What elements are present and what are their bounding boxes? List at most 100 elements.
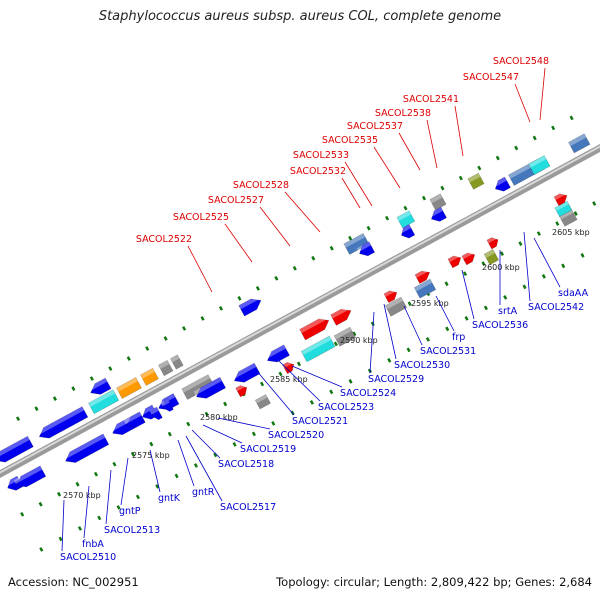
upper-gene-label: SACOL2537 xyxy=(347,121,403,132)
tick-dot xyxy=(296,361,302,367)
upper-gene-shine xyxy=(255,394,268,404)
upper-gene xyxy=(282,360,295,375)
lower-gene xyxy=(87,377,112,395)
tick-dot xyxy=(155,484,160,489)
tick-dot xyxy=(255,285,260,291)
tick-dot xyxy=(425,337,430,342)
tick-dot xyxy=(126,356,131,361)
tick-dot xyxy=(329,245,334,251)
lower-label-leader xyxy=(191,429,221,459)
tick-dot xyxy=(580,253,585,258)
lower-gene-label: SACOL2531 xyxy=(420,346,476,357)
tick-dot xyxy=(387,358,392,363)
lower-label-leader xyxy=(523,231,531,302)
tick-dot xyxy=(573,211,578,216)
upper-gene-shape xyxy=(282,361,295,375)
upper-gene-shine xyxy=(299,315,329,334)
upper-gene-shape xyxy=(300,335,336,363)
lower-gene-shape xyxy=(396,210,416,229)
upper-gene-shine xyxy=(383,288,397,297)
upper-gene-shine xyxy=(264,344,286,360)
upper-label-leader xyxy=(539,67,546,121)
lower-gene-label: SACOL2524 xyxy=(340,388,396,399)
tick-dot xyxy=(77,526,82,531)
upper-gene-shape xyxy=(414,270,431,284)
lower-gene-shine xyxy=(36,406,85,436)
lower-label-leader xyxy=(461,269,475,320)
upper-gene-shape xyxy=(266,344,290,363)
tick-dot xyxy=(260,381,265,387)
upper-gene-shine xyxy=(235,383,247,392)
lower-gene-shine xyxy=(398,224,412,234)
upper-gene-label: SACOL2525 xyxy=(173,212,229,223)
lower-label-leader xyxy=(403,305,423,346)
tick-dot xyxy=(514,145,519,151)
upper-gene xyxy=(13,465,47,488)
tick-dot xyxy=(57,491,62,497)
upper-gene-shine xyxy=(461,250,475,260)
lower-gene xyxy=(0,435,34,463)
tick-dot xyxy=(407,301,412,307)
upper-gene-label: SACOL2528 xyxy=(233,180,289,191)
upper-gene xyxy=(384,296,408,317)
lower-gene-label: sdaAA xyxy=(558,288,589,299)
upper-gene-shine xyxy=(559,209,574,220)
tick-dot xyxy=(532,135,537,141)
upper-gene-shine xyxy=(414,268,429,278)
tick-dot xyxy=(352,331,357,337)
lower-gene-label: fnbA xyxy=(82,539,104,550)
upper-gene xyxy=(330,305,352,326)
upper-label-leader xyxy=(398,132,421,171)
tick-dot xyxy=(223,401,228,407)
scale-tick-label: 2580 kbp xyxy=(200,413,238,422)
upper-gene xyxy=(554,200,573,218)
upper-gene xyxy=(254,394,271,410)
upper-gene-shine xyxy=(231,363,257,380)
lower-label-leader xyxy=(369,311,375,374)
tick-dot xyxy=(464,316,469,321)
genome-backbone-highlight xyxy=(0,145,600,474)
lower-label-leader xyxy=(105,469,112,525)
upper-label-leader xyxy=(187,245,213,293)
tick-dot xyxy=(200,316,205,321)
lower-gene-shape xyxy=(238,298,262,317)
tick-dot xyxy=(251,431,256,437)
tick-dot xyxy=(551,125,556,131)
tick-dot xyxy=(15,416,21,422)
upper-gene xyxy=(447,253,462,269)
upper-gene-shape xyxy=(152,406,163,421)
tick-dot xyxy=(271,421,276,426)
upper-gene-shine xyxy=(301,336,332,356)
upper-gene xyxy=(160,398,174,412)
tick-dot xyxy=(174,473,179,479)
lower-gene-shape xyxy=(401,224,416,239)
lower-gene-label: SACOL2521 xyxy=(292,416,348,427)
genome-summary: Topology: circular; Length: 2,809,422 bp… xyxy=(276,575,592,589)
upper-gene-shape xyxy=(553,193,568,207)
upper-label-leader xyxy=(284,191,321,233)
upper-gene-shape xyxy=(195,376,227,399)
upper-gene xyxy=(62,433,110,463)
tick-dot xyxy=(445,326,450,332)
tick-dot xyxy=(541,274,546,279)
tick-dot xyxy=(329,389,334,395)
tick-dot xyxy=(237,296,242,301)
upper-gene-shine xyxy=(139,405,155,416)
lower-gene-shape xyxy=(140,367,159,386)
lower-gene xyxy=(428,206,447,222)
tick-dot xyxy=(403,205,408,211)
tick-dot xyxy=(569,115,574,121)
upper-gene xyxy=(299,315,330,341)
upper-gene-shine xyxy=(13,465,43,484)
tick-dot xyxy=(348,379,353,384)
lower-gene xyxy=(88,389,120,415)
lower-gene-shape xyxy=(467,172,485,190)
upper-gene-shape xyxy=(483,249,500,266)
upper-gene-shape xyxy=(384,296,408,317)
lower-label-leader xyxy=(185,435,223,502)
upper-gene xyxy=(264,344,290,363)
lower-gene-label: srtA xyxy=(498,306,518,317)
lower-label-leader xyxy=(533,237,561,288)
tick-dot xyxy=(366,225,371,231)
